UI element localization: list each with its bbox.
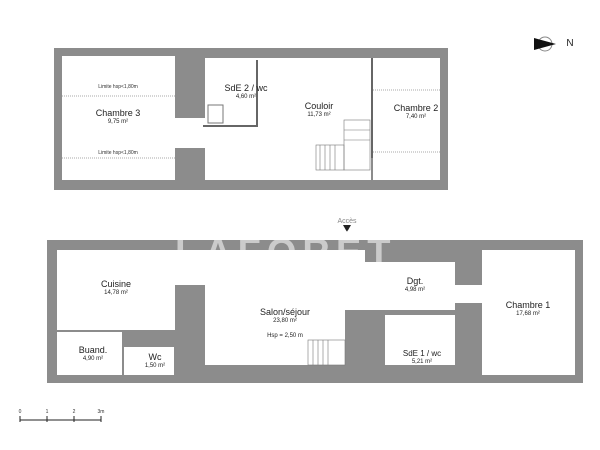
room-name: Chambre 3: [95, 108, 141, 118]
scale-tick: 3m: [97, 409, 105, 415]
room-area: 4,98 m²: [404, 287, 426, 293]
room-wc: [124, 347, 174, 375]
scale-tick: 0: [18, 409, 22, 415]
room-buanderie: [57, 332, 122, 375]
room-name: Couloir: [304, 101, 334, 111]
shower-icon: [207, 104, 224, 124]
room-salon: [205, 285, 345, 365]
room-name: SdE 1 / wc: [402, 349, 442, 358]
compass-label: N: [566, 38, 574, 49]
room-chambre-3: [62, 56, 175, 180]
compass-icon: [534, 36, 556, 52]
room-name: SdE 2 / wc: [224, 83, 268, 93]
staircase-upper: [315, 119, 371, 171]
room-area: 4,60 m²: [235, 94, 257, 100]
scale-tick: 2: [72, 409, 76, 415]
room-name: Chambre 2: [393, 103, 439, 113]
room-chambre-2: [373, 58, 440, 180]
height-limit-note: Limite hsp<1,80m: [98, 84, 138, 90]
room-area: 7,40 m²: [405, 114, 427, 120]
ceiling-height: Hsp = 2,50 m: [267, 333, 303, 339]
room-name: Wc: [148, 352, 162, 362]
watermark: LAFORÊT: [175, 232, 397, 274]
lower-floor-walls: [47, 225, 583, 383]
access-label: Accès: [337, 218, 357, 225]
room-degagement: [345, 262, 455, 310]
room-area: 1,50 m²: [144, 363, 166, 369]
room-name: Salon/séjour: [259, 307, 311, 317]
room-area: 23,80 m²: [273, 318, 297, 324]
room-couloir: [205, 58, 371, 180]
staircase-lower: [307, 339, 346, 366]
room-name: Dgt.: [406, 276, 424, 286]
room-name: Chambre 1: [505, 300, 551, 310]
room-name: Cuisine: [100, 279, 132, 289]
room-area: 14,78 m²: [104, 290, 128, 296]
height-limit-note: Limite hsp<1,80m: [98, 150, 138, 156]
room-cuisine: [57, 250, 175, 330]
room-sde-1: [385, 315, 455, 365]
room-name: Buand.: [78, 345, 108, 355]
room-area: 5,21 m²: [411, 359, 433, 365]
scale-bar: [19, 416, 102, 422]
room-area: 4,90 m²: [82, 356, 104, 362]
room-area: 9,75 m²: [107, 119, 129, 125]
room-area: 11,73 m²: [307, 112, 331, 118]
room-area: 17,68 m²: [516, 311, 540, 317]
room-chambre-1: [482, 250, 575, 375]
upper-floor-walls: [54, 48, 448, 190]
access-arrow-icon: [343, 225, 351, 232]
scale-tick: 1: [45, 409, 49, 415]
